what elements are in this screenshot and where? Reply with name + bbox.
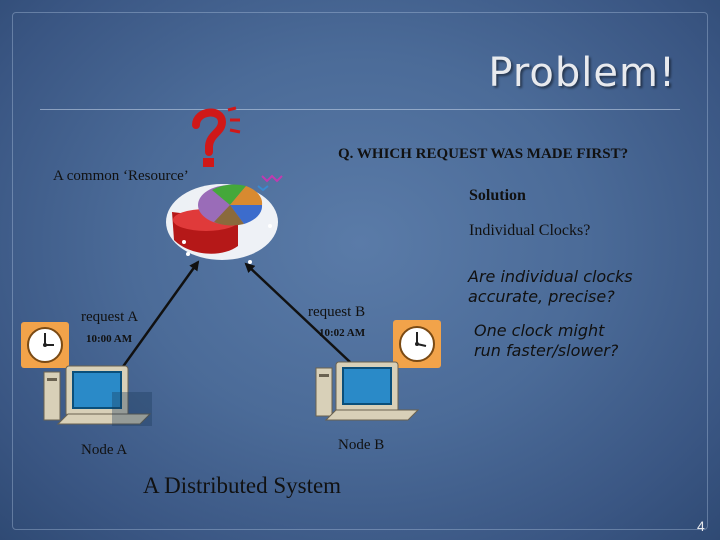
title-divider (40, 109, 680, 110)
page-number: 4 (697, 518, 705, 534)
accuracy-question: Are individual clocks accurate, precise? (468, 267, 633, 306)
request-b-label: request B (308, 304, 366, 320)
diagram-caption: A Distributed System (143, 473, 342, 498)
arrow-node-a-to-resource (120, 260, 200, 369)
question-text: Q. WHICH REQUEST WAS MADE FIRST? (338, 146, 629, 162)
node-b-label: Node B (338, 437, 385, 453)
node-a-time: 10:00 AM (86, 333, 133, 345)
clock-icon (393, 320, 441, 368)
individual-clocks-text: Individual Clocks? (469, 222, 591, 239)
node-a-label: Node A (81, 442, 128, 458)
solution-heading: Solution (469, 187, 526, 204)
node-b-time: 10:02 AM (319, 327, 366, 339)
clock-icon (21, 322, 69, 368)
computer-icon (43, 365, 152, 426)
arrow-node-b-to-resource (244, 262, 351, 363)
resource-label: A common ‘Resource’ (53, 168, 189, 184)
request-a-label: request A (81, 309, 139, 325)
slide-title: Problem! (488, 50, 676, 96)
computer-icon (315, 361, 420, 421)
pie-chart-resource-icon (166, 174, 283, 264)
drift-note: One clock might run faster/slower? (474, 321, 619, 360)
question-mark-icon (192, 106, 241, 167)
